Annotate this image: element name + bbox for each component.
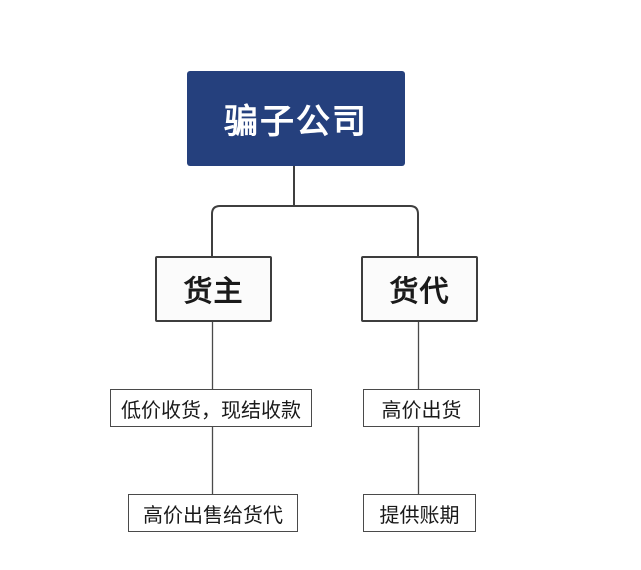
step-box-high-price-ship: 高价出货 <box>363 389 480 427</box>
branch-node-freight-forwarder: 货代 <box>361 256 478 322</box>
root-node-scam-company: 骗子公司 <box>187 71 405 166</box>
branch-connector <box>211 205 419 257</box>
branch-node-cargo-owner: 货主 <box>155 256 272 322</box>
step-box-low-price-buy-cash-settle: 低价收货，现结收款 <box>110 389 312 427</box>
step-box-sell-high-to-forwarder: 高价出售给货代 <box>128 494 298 532</box>
step-box-provide-credit-terms: 提供账期 <box>363 494 476 532</box>
